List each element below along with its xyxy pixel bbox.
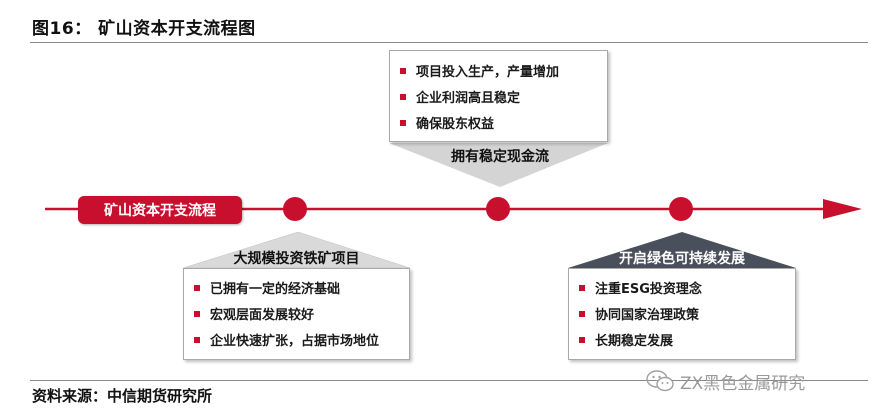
list-item-text: 宏观层面发展较好 [210, 308, 315, 323]
wechat-icon [646, 370, 674, 392]
list-item: 企业快速扩张，占据市场地位 [192, 330, 409, 349]
bullet-icon [194, 310, 200, 317]
figure-title: 图16： 矿山资本开支流程图 [32, 19, 256, 39]
list-item-text: 企业快速扩张，占据市场地位 [210, 334, 380, 349]
list-item-text: 已拥有一定的经济基础 [210, 282, 341, 297]
list-item-text: 协同国家治理政策 [595, 308, 700, 323]
list-item: 长期稳定发展 [577, 330, 795, 349]
watermark: ZX黑色金属研究 [645, 369, 806, 394]
timeline-arrowhead [823, 199, 862, 219]
stage-2-list: 项目投入生产，产量增加 企业利润高且稳定 确保股东权益 [398, 61, 607, 132]
list-item-text: 项目投入生产，产量增加 [416, 65, 560, 80]
stage-1-list: 已拥有一定的经济基础 宏观层面发展较好 企业快速扩张，占据市场地位 [192, 278, 409, 349]
milestone-dot-2 [486, 197, 510, 221]
stage-3-box: 注重ESG投资理念 协同国家治理政策 长期稳定发展 [568, 268, 796, 360]
bullet-icon [194, 336, 200, 343]
stage-1-header: 大规模投资铁矿项目 [233, 251, 360, 267]
list-item-text: 注重ESG投资理念 [595, 282, 702, 297]
bullet-icon [194, 284, 200, 291]
stage-2-box: 项目投入生产，产量增加 企业利润高且稳定 确保股东权益 [389, 50, 608, 142]
bullet-icon [400, 93, 406, 100]
milestone-dot-1 [283, 197, 307, 221]
source-note: 资料来源：中信期货研究所 [32, 387, 213, 405]
list-item: 注重ESG投资理念 [577, 278, 795, 297]
stage-2-header: 拥有稳定现金流 [451, 149, 549, 165]
stage-3-list: 注重ESG投资理念 协同国家治理政策 长期稳定发展 [577, 278, 795, 349]
list-item: 已拥有一定的经济基础 [192, 278, 409, 297]
stage-3-roof [568, 232, 796, 268]
bottom-divider [30, 380, 868, 381]
bullet-icon [579, 284, 585, 291]
list-item: 确保股东权益 [398, 113, 607, 132]
flow-start-label: 矿山资本开支流程 [78, 196, 242, 224]
list-item-text: 企业利润高且稳定 [416, 91, 521, 106]
list-item: 企业利润高且稳定 [398, 87, 607, 106]
bullet-icon [400, 67, 406, 74]
list-item: 宏观层面发展较好 [192, 304, 409, 323]
watermark-text: ZX黑色金属研究 [680, 373, 806, 394]
top-divider [30, 42, 868, 43]
stage-1-box: 已拥有一定的经济基础 宏观层面发展较好 企业快速扩张，占据市场地位 [183, 268, 410, 360]
bullet-icon [579, 310, 585, 317]
bullet-icon [579, 336, 585, 343]
list-item-text: 确保股东权益 [416, 117, 495, 132]
list-item: 协同国家治理政策 [577, 304, 795, 323]
stage-3-header: 开启绿色可持续发展 [619, 251, 745, 267]
bullet-icon [400, 119, 406, 126]
list-item-text: 长期稳定发展 [595, 334, 674, 349]
stage-2-funnel [389, 143, 608, 187]
list-item: 项目投入生产，产量增加 [398, 61, 607, 80]
milestone-dot-3 [669, 197, 693, 221]
